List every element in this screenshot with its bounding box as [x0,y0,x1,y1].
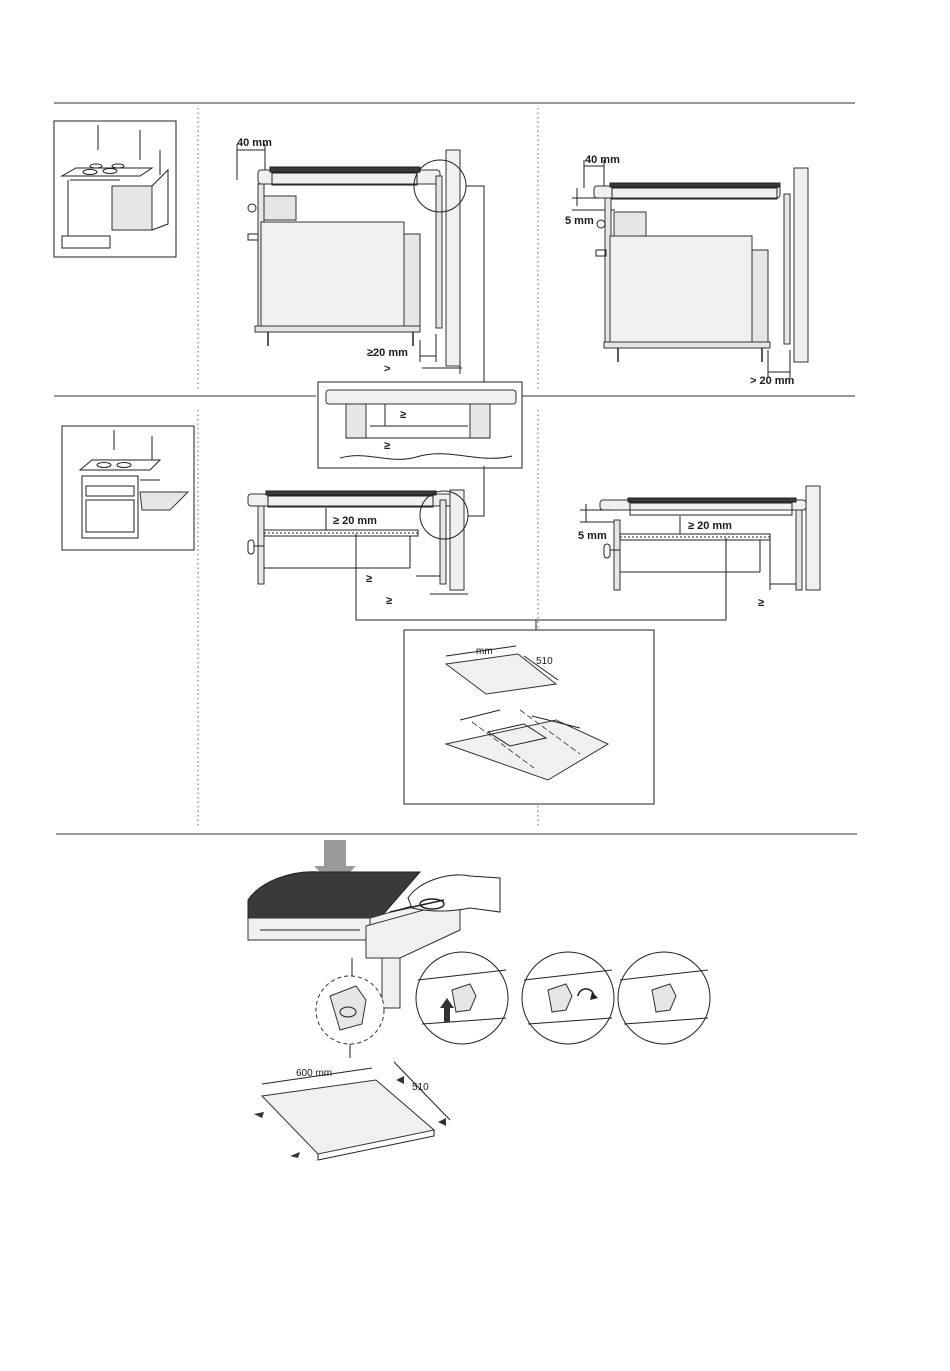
label-600mm: 600 mm [296,1068,332,1079]
diagram-top-left: 40 mm ≥20 mm > [237,137,484,382]
label-ge: ≥ [758,597,764,609]
wall [446,150,460,366]
label-510: 510 [536,656,553,667]
thumbnail-hob-above-drawer [54,121,176,257]
rear-panel [440,500,446,584]
hob-top [270,167,420,172]
wall [450,490,464,590]
detail-box: ≥ ≥ [318,382,522,468]
hob-outline-bottom: 600 mm 510 [254,1062,450,1160]
clip-detail [316,958,384,1058]
label-mm: mm [476,646,493,657]
label-gt-20mm: > 20 mm [750,375,795,387]
thumbnail-hob-above-oven [62,426,194,550]
rear-panel [784,194,790,344]
oven-top-shelf [620,534,770,540]
rear-panel [436,176,442,328]
label-gt: > [384,363,390,375]
label-40mm: 40 mm [237,137,272,149]
cutout-box: mm 510 [404,630,654,804]
hob-top [266,491,436,495]
diagram-mid-left: ≥ 20 mm ≥ ≥ [248,466,484,620]
rear-panel [796,510,802,590]
label-ge: ≥ [400,409,406,421]
clip-step-3 [618,952,710,1044]
label-ge-20mm: ≥ 20 mm [688,520,732,532]
label-40mm: 40 mm [585,154,620,166]
drawer [261,222,404,326]
drawer [610,236,752,342]
diagram-top-right: 40 mm 5 mm > 20 mm [565,154,808,387]
clip-step-1 [416,952,508,1044]
wall [794,168,808,362]
hob-top [628,498,796,502]
label-510: 510 [412,1082,429,1093]
label-ge: ≥ [384,440,390,452]
clip-step-2 [522,952,614,1044]
label-ge: ≥ [366,573,372,585]
cabinet-side [614,520,620,590]
label-ge-20mm: ≥ 20 mm [333,515,377,527]
label-5mm: 5 mm [578,530,607,542]
label-ge: ≥ [386,595,392,607]
wall [806,486,820,590]
label-ge-20mm: ≥20 mm [367,347,408,359]
cabinet-side [258,506,264,584]
label-5mm: 5 mm [565,215,594,227]
hob-top [610,183,780,187]
diagram-mid-right: 5 mm ≥ 20 mm ≥ [578,486,820,620]
